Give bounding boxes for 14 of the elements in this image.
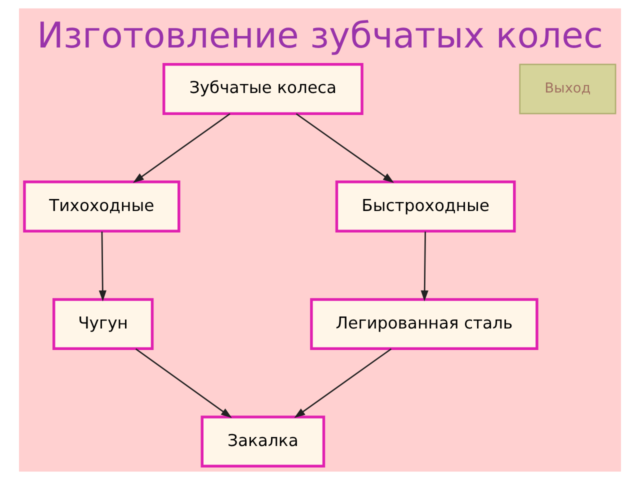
node-box: Зубчатые колеса: [162, 63, 364, 115]
node-box: Тихоходные: [23, 180, 180, 232]
diagram-title: Изготовление зубчатых колес: [36, 16, 604, 57]
arrow: [98, 232, 106, 302]
arrow: [296, 113, 394, 183]
arrow: [294, 348, 392, 418]
node-box: Легированная сталь: [310, 298, 538, 350]
node-box: Закалка: [200, 416, 326, 468]
node-box: Быстроходные: [335, 180, 516, 232]
arrow: [135, 348, 232, 418]
label: Выход: [544, 80, 591, 96]
arrow: [132, 113, 230, 183]
arrow: [420, 232, 428, 302]
node-box: Чугун: [52, 298, 154, 350]
